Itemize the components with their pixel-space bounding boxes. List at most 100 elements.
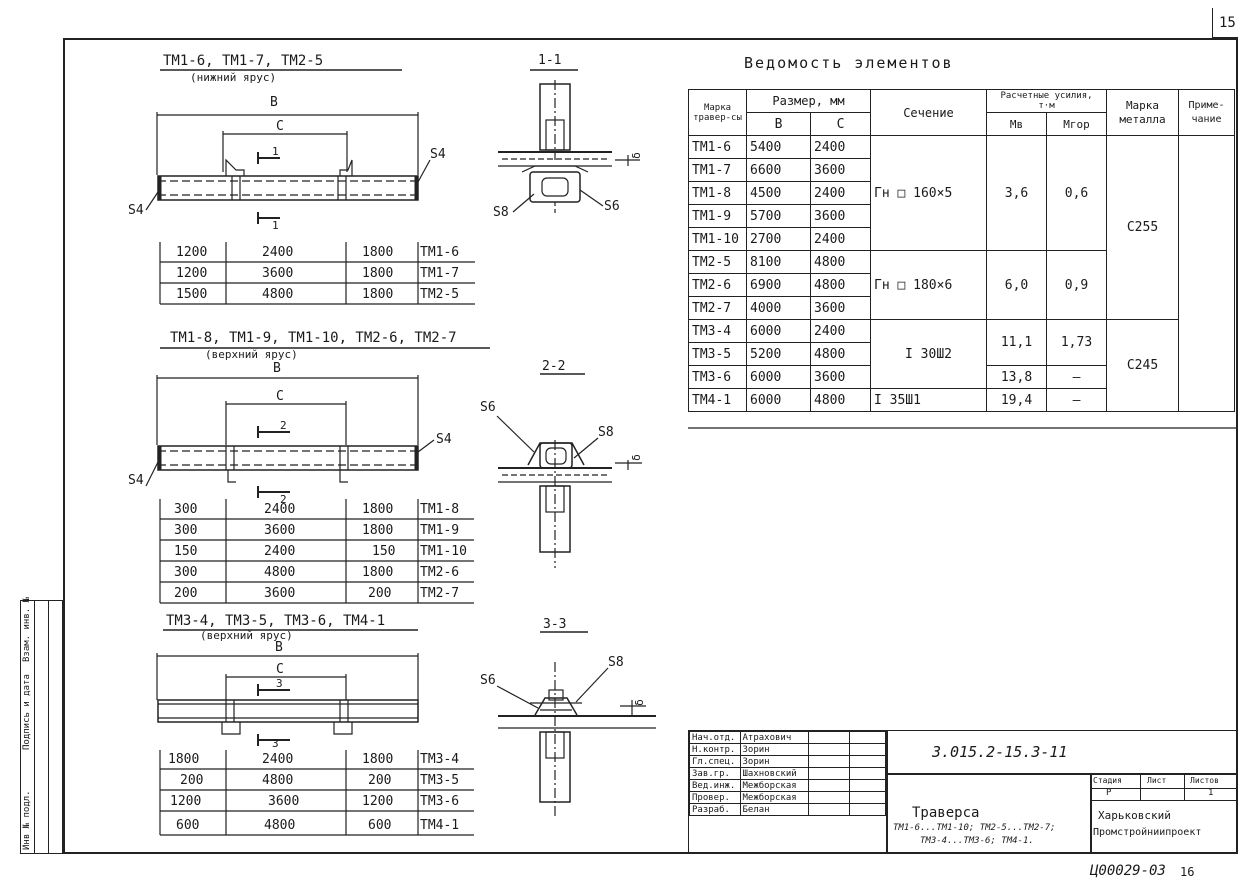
sheet-corner-box: [1212, 8, 1238, 38]
signature: [808, 779, 850, 792]
g2-row3-mark: ТМ1-10: [420, 544, 467, 559]
g1-row2-mark: ТМ1-7: [420, 266, 460, 281]
row-mark: ТМ3-6: [688, 365, 747, 389]
g1-row2-d: 1800: [362, 266, 394, 281]
row-mark: ТМ2-6: [688, 273, 747, 297]
hdr-note: Приме-чание: [1178, 89, 1235, 136]
inventory-number: Ц00029-03: [1090, 863, 1166, 879]
row-b: 2700: [746, 227, 811, 251]
g2-row1-mark: ТМ1-8: [420, 502, 460, 517]
section1-weld-b: S6: [604, 199, 620, 214]
sig-role: Н.контр.: [689, 743, 741, 756]
group1-dim-b: В: [270, 95, 278, 110]
document-code: 3.015.2-15.3-11: [932, 743, 1068, 761]
sig-name: Белан: [739, 803, 810, 816]
group3-cut-top: 3: [276, 677, 283, 690]
row-b: 6000: [746, 388, 811, 412]
sig-name: Межборская: [739, 791, 810, 804]
g3-row4-d: 600: [368, 818, 392, 833]
signatures-table: Нач.отд.Атрахович Н.контр.Зорин Гл.спец.…: [689, 731, 887, 816]
group1-cut-bottom: 1: [272, 219, 279, 232]
section1-weld-a: S8: [493, 205, 509, 220]
row-section: Гн □ 160×5: [870, 135, 987, 251]
row-c: 2400: [810, 135, 871, 159]
row-mgor: —: [1046, 388, 1107, 412]
sig-name: Зорин: [739, 755, 810, 768]
page-number: 16: [1180, 865, 1195, 879]
sheets-value: 1: [1208, 788, 1214, 798]
stage-label: Стадия: [1093, 776, 1122, 785]
g2-row4-mark: ТМ2-6: [420, 565, 460, 580]
g3-row1-mark: ТМ3-4: [420, 752, 460, 767]
row-mark: ТМ2-5: [688, 250, 747, 274]
group2-cut-top: 2: [280, 419, 287, 432]
g1-row3-a: 1500: [176, 287, 208, 302]
row-c: 3600: [810, 365, 871, 389]
g1-row1-d: 1800: [362, 245, 394, 260]
row-mv: 6,0: [986, 250, 1047, 320]
row-b: 5700: [746, 204, 811, 228]
section1-dim: δ: [629, 152, 643, 159]
sheet-subtitle-2: ТМ3-4...ТМ3-6; ТМ4-1.: [920, 836, 1034, 846]
row-mark: ТМ1-10: [688, 227, 747, 251]
g2-row3-a: 150: [174, 544, 198, 559]
row-mv: 11,1: [986, 319, 1047, 366]
group1-dim-c: С: [276, 119, 284, 134]
g1-row1-c: 2400: [262, 245, 294, 260]
hdr-mgor: Мгор: [1046, 112, 1107, 136]
section2-dim: δ: [629, 454, 643, 461]
section3-weld-b: S8: [608, 655, 624, 670]
sig-role: Зав.гр.: [689, 767, 741, 780]
sig-name: Шахновский: [739, 767, 810, 780]
group1-title: ТМ1-6, ТМ1-7, ТМ2-5: [163, 53, 324, 69]
row-b: 6900: [746, 273, 811, 297]
group2-weld-left: S4: [128, 473, 144, 488]
row-note: [1178, 135, 1235, 412]
g2-row2-mark: ТМ1-9: [420, 523, 460, 538]
sig-name: Зорин: [739, 743, 810, 756]
sig-role: Разраб.: [689, 803, 741, 816]
g2-row5-d: 200: [368, 586, 392, 601]
row-mark: ТМ3-5: [688, 342, 747, 366]
g2-row3-c: 2400: [264, 544, 296, 559]
hdr-forces: Расчетные усилия, т·м: [986, 89, 1107, 113]
sig-name: Межборская: [739, 779, 810, 792]
signature: [808, 755, 850, 768]
group3-dim-b: В: [275, 640, 283, 655]
row-c: 2400: [810, 319, 871, 343]
g3-row4-mark: ТМ4-1: [420, 818, 460, 833]
sig-name: Атрахович: [739, 731, 810, 744]
row-mv: 3,6: [986, 135, 1047, 251]
g3-row2-c: 4800: [262, 773, 294, 788]
sheet-title: Траверса: [912, 805, 980, 821]
row-b: 6000: [746, 319, 811, 343]
g3-row3-c: 3600: [268, 794, 300, 809]
row-c: 2400: [810, 181, 871, 205]
section3-dim: δ: [632, 699, 646, 706]
g3-row4-a: 600: [176, 818, 200, 833]
approval-sidebar: Инв № подл. Подпись и дата Взам. инв. №: [20, 597, 63, 854]
row-c: 3600: [810, 296, 871, 320]
row-mark: ТМ2-7: [688, 296, 747, 320]
g1-row1-mark: ТМ1-6: [420, 245, 460, 260]
row-c: 4800: [810, 342, 871, 366]
group2-title: ТМ1-8, ТМ1-9, ТМ1-10, ТМ2-6, ТМ2-7: [170, 330, 457, 346]
g3-row2-d: 200: [368, 773, 392, 788]
g3-row3-d: 1200: [362, 794, 394, 809]
row-mgor: —: [1046, 365, 1107, 389]
row-mark: ТМ1-8: [688, 181, 747, 205]
g3-row2-mark: ТМ3-5: [420, 773, 460, 788]
section2-weld-b: S8: [598, 425, 614, 440]
row-mark: ТМ4-1: [688, 388, 747, 412]
row-c: 4800: [810, 273, 871, 297]
g2-row1-c: 2400: [264, 502, 296, 517]
group1-weld-left: S4: [128, 203, 144, 218]
row-mgor: 0,9: [1046, 250, 1107, 320]
g2-row2-a: 300: [174, 523, 198, 538]
g1-row3-c: 4800: [262, 287, 294, 302]
sig-role: Нач.отд.: [689, 731, 741, 744]
signature: [808, 767, 850, 780]
row-mgor: 0,6: [1046, 135, 1107, 251]
g2-row5-mark: ТМ2-7: [420, 586, 460, 601]
